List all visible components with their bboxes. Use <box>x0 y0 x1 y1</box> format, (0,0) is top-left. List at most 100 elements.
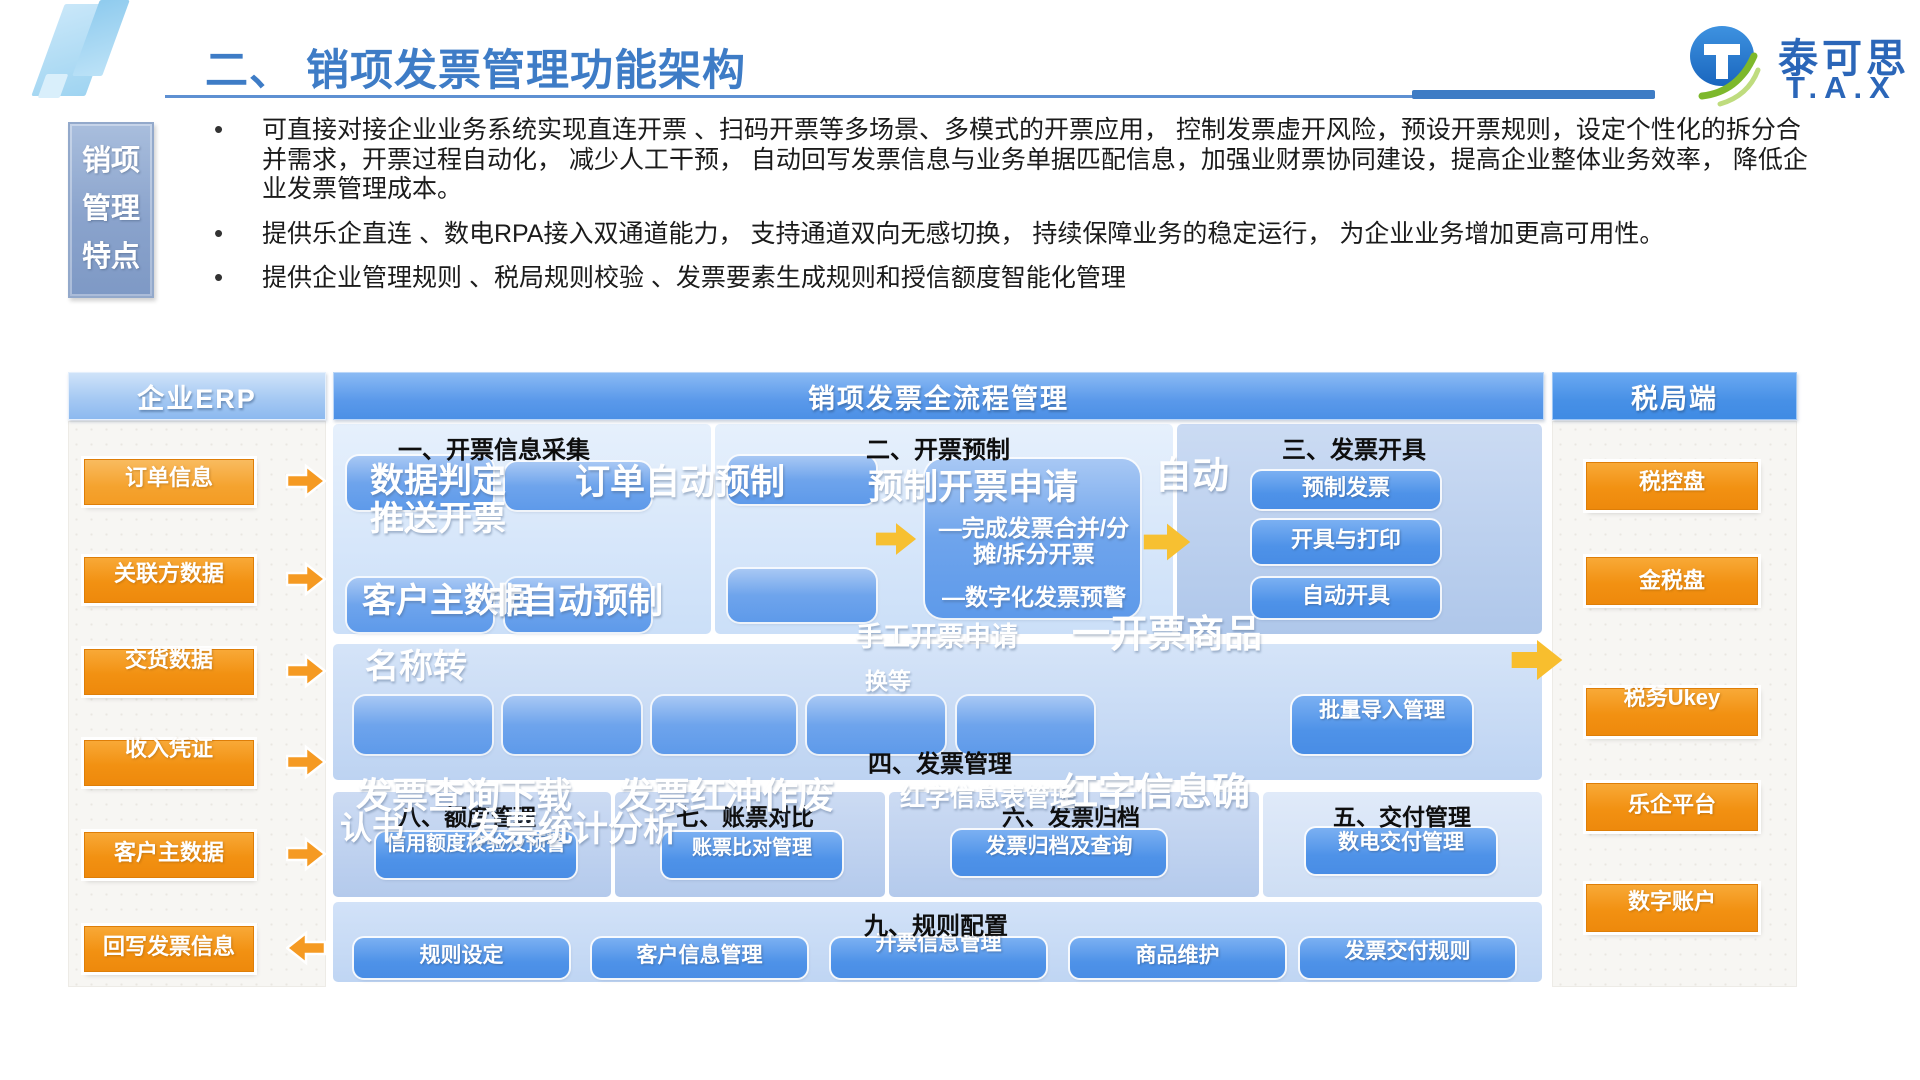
overlay-name-convert: 名称转 <box>365 648 467 686</box>
overlay-auto: 自动 <box>1155 455 1229 496</box>
feature-label: 销项 管理 特点 <box>81 145 140 273</box>
invoice-mgmt-box-empty <box>652 696 796 754</box>
tax-box-control-disk: 税控盘 <box>1586 462 1758 510</box>
erp-column-body <box>68 421 326 987</box>
flow-column-header: 销项发票全流程管理 <box>333 372 1544 420</box>
merge-split-box <box>925 459 1140 618</box>
issue-box-precreated: 预制发票 <box>1252 471 1440 509</box>
invoice-mgmt-box-empty <box>807 696 945 754</box>
delivery-rule-box: 发票交付规则 <box>1300 938 1515 978</box>
erp-box-label: 客户主数据 <box>113 840 224 865</box>
collect-box-empty <box>347 456 493 510</box>
right-arrow-icon <box>286 836 326 872</box>
tax-box-digital-account: 数字账户 <box>1586 884 1758 932</box>
right-arrow-icon <box>286 744 326 780</box>
erp-box-order-info: 订单信息 <box>84 459 254 505</box>
right-arrow-icon <box>286 653 326 689</box>
tax-box-ukey: 税务Ukey <box>1586 685 1758 736</box>
issue-box-auto: 自动开具 <box>1252 578 1440 618</box>
tax-box-golden-disk: 金税盘 <box>1586 557 1758 605</box>
bullet-item: 提供企业管理规则 、税局规则校验 、发票要素生成规则和授信额度智能化管理 <box>200 262 1820 294</box>
title-underline <box>165 95 1655 98</box>
issue-box-print: 开具与打印 <box>1252 520 1440 564</box>
erp-box-customer-master: 客户主数据 <box>84 832 254 878</box>
credit-limit-box: 信用额度校验及预警 <box>376 832 576 878</box>
overlay-red-reverse: 发票红冲作废 <box>618 775 835 816</box>
collect-box-empty <box>505 462 651 510</box>
rule-box-label: 商品维护 <box>1135 944 1220 967</box>
yellow-arrow-icon <box>1143 523 1191 561</box>
credit-limit-label: 信用额度校验及预警 <box>386 832 566 855</box>
rule-box-label: 发票交付规则 <box>1344 940 1471 963</box>
overlay-red-info-confirm: 红字信息确 <box>1060 772 1251 814</box>
invoice-info-box: 开票信息管理 <box>831 932 1046 978</box>
rule-box-label: 客户信息管理 <box>636 944 763 967</box>
merge-split-line2: —数字化发票预警 <box>942 584 1126 610</box>
goods-maintain-box: 商品维护 <box>1070 938 1285 978</box>
batch-import-label: 批量导入管理 <box>1319 699 1445 722</box>
erp-box-delivery-data: 交货数据 <box>84 647 254 695</box>
collect-box-empty <box>347 578 493 632</box>
overlay-swap: 换等 <box>865 668 911 694</box>
feature-bullets: 可直接对接企业业务系统实现直连开票 、扫码开票等多场景、多模式的开票应用， 控制… <box>200 114 1820 309</box>
section-5-title: 五、交付管理 <box>1333 804 1471 830</box>
issue-box-label: 自动开具 <box>1301 583 1390 608</box>
left-arrow-icon <box>286 930 326 966</box>
yellow-arrow-to-tax-icon <box>1511 640 1563 680</box>
overlay-invoice-goods: 一开票商品 <box>1072 614 1263 656</box>
bullet-item: 可直接对接企业业务系统实现直连开票 、扫码开票等多场景、多模式的开票应用， 控制… <box>200 114 1820 205</box>
digital-delivery-box: 数电交付管理 <box>1306 828 1496 874</box>
tax-box-label: 税控盘 <box>1638 469 1705 494</box>
overlay-non-auto: 非自动预制 <box>488 582 664 621</box>
rule-set-box: 规则设定 <box>354 938 569 978</box>
overlay-customer-master: 客户主数据 <box>362 582 532 620</box>
customer-info-box: 客户信息管理 <box>592 938 807 978</box>
overlay-invoice-stats: 发票统计分析 <box>468 810 679 849</box>
erp-box-label: 收入凭证 <box>124 736 213 761</box>
flow-header-label: 销项发票全流程管理 <box>808 383 1069 414</box>
invoice-mgmt-box-empty <box>503 696 641 754</box>
yellow-arrow-icon <box>875 523 917 555</box>
section-4-title: 四、发票管理 <box>868 751 1012 778</box>
overlay-order-auto: 订单自动预制 <box>575 463 786 502</box>
ledger-compare-label: 账票比对管理 <box>692 836 812 859</box>
page-title: 二、 销项发票管理功能架构 <box>205 47 746 95</box>
tax-header-label: 税局端 <box>1631 383 1718 414</box>
rule-box-label: 规则设定 <box>419 944 504 967</box>
invoice-mgmt-box-empty <box>957 696 1094 754</box>
feature-label-box: 销项 管理 特点 <box>68 122 154 298</box>
erp-box-label: 订单信息 <box>124 465 213 490</box>
section-1-title: 一、开票信息采集 <box>398 437 590 464</box>
logo-name: 泰可思 <box>1778 37 1910 81</box>
erp-box-related-party: 关联方数据 <box>84 557 254 603</box>
company-logo: 泰可思 T.A.X <box>1686 18 1916 110</box>
tax-box-label: 金税盘 <box>1638 568 1705 593</box>
tax-column-header: 税局端 <box>1552 372 1797 420</box>
tax-box-label: 数字账户 <box>1627 889 1716 914</box>
overlay-manual-apply: 手工开票申请 <box>856 622 1018 652</box>
collect-box-empty <box>505 578 651 632</box>
right-arrow-icon <box>286 561 326 597</box>
tax-box-label: 税务Ukey <box>1623 685 1721 710</box>
title-underline-accent <box>1412 90 1655 99</box>
batch-import-box: 批量导入管理 <box>1292 696 1472 754</box>
erp-box-label: 交货数据 <box>124 647 213 672</box>
rule-box-label: 开票信息管理 <box>875 932 1002 955</box>
section-3-title: 三、发票开具 <box>1282 437 1426 464</box>
tax-box-label: 乐企平台 <box>1627 792 1716 817</box>
erp-column-header: 企业ERP <box>68 372 326 420</box>
section-6-title: 六、发票归档 <box>1002 804 1140 830</box>
overlay-confirm-frag: 认书 <box>340 810 405 846</box>
bullet-item: 提供乐企直连 、数电RPA接入双通道能力， 支持通道双向无感切换， 持续保障业务… <box>200 218 1820 250</box>
logo-sub: T.A.X <box>1786 70 1897 105</box>
tax-box-leqi: 乐企平台 <box>1586 783 1758 831</box>
section-2-title: 二、开票预制 <box>866 437 1010 464</box>
erp-box-writeback-invoice: 回写发票信息 <box>84 926 254 972</box>
archive-query-box: 发票归档及查询 <box>952 830 1166 876</box>
issue-box-label: 预制发票 <box>1301 475 1390 500</box>
erp-box-label: 关联方数据 <box>113 561 224 586</box>
erp-box-revenue-voucher: 收入凭证 <box>84 736 254 786</box>
merge-split-line1: —完成发票合并/分摊/拆分开票 <box>938 515 1130 567</box>
section-9-title: 九、规则配置 <box>864 913 1008 940</box>
